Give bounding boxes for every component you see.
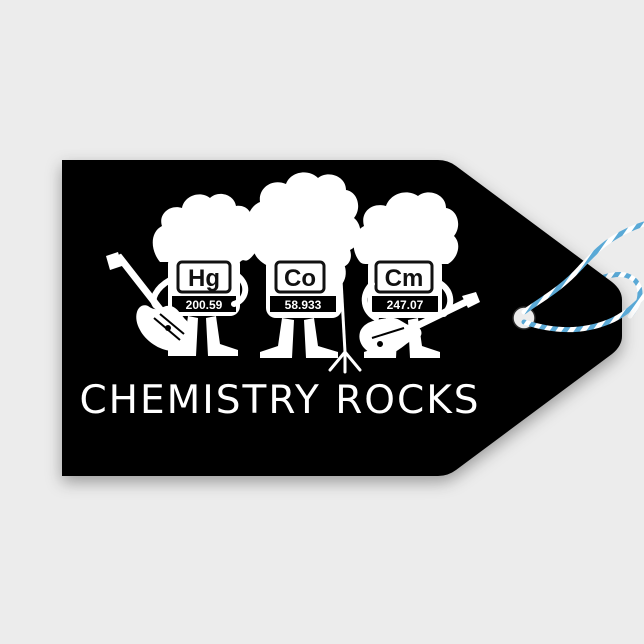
tag-caption: CHEMISTRY ROCKS [79, 378, 481, 423]
character-co: Co 58.933 [247, 172, 362, 374]
cm-weight: 247.07 [387, 298, 424, 312]
twine-front [521, 221, 644, 315]
co-weight: 58.933 [285, 298, 322, 312]
twine-loop [521, 293, 644, 332]
co-symbol: Co [284, 265, 316, 292]
hg-symbol: Hg [188, 265, 220, 292]
microphone-stand-icon [328, 236, 362, 374]
electric-guitar-icon [359, 292, 480, 356]
character-hg: Hg 200.59 [106, 193, 259, 356]
hg-hair [152, 193, 259, 262]
character-cm: Cm 247.07 [353, 192, 480, 358]
hg-weight: 200.59 [186, 298, 223, 312]
cm-hair [353, 192, 459, 264]
cm-symbol: Cm [385, 265, 424, 292]
